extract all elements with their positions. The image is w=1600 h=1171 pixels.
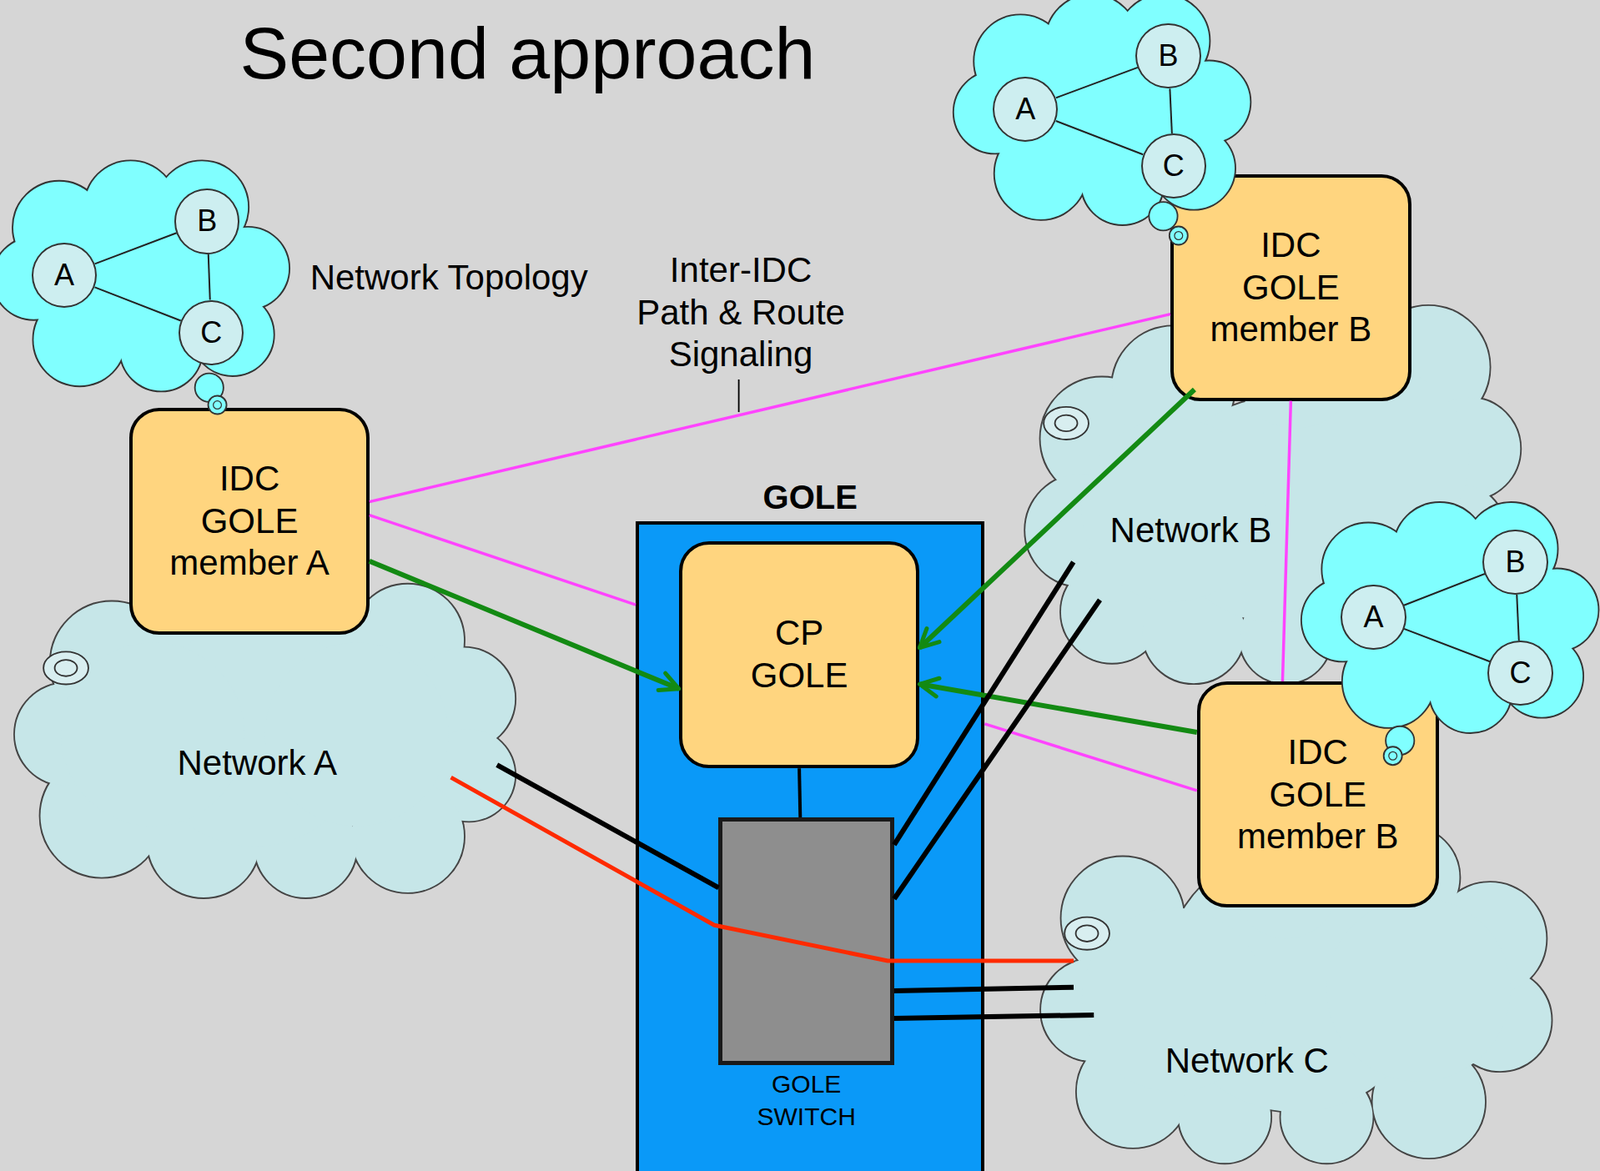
node-text: C <box>1162 150 1185 182</box>
node-text: B <box>1158 40 1179 71</box>
node-text: A <box>1363 602 1384 633</box>
connector <box>95 232 177 264</box>
node-text: CP GOLE <box>736 612 862 697</box>
idc-box: IDC GOLE member B <box>1197 681 1439 909</box>
topology-node: B <box>174 188 240 254</box>
node-text: IDC GOLE member B <box>1235 731 1400 858</box>
idc-box: IDC GOLE member A <box>129 407 369 635</box>
leader-line <box>738 379 740 413</box>
gole-switch: GOLE SWITCH <box>718 817 894 1066</box>
node-text: A <box>1015 94 1036 125</box>
node-text: GOLE <box>638 478 982 517</box>
topology-node: A <box>1340 584 1406 650</box>
network-icon <box>1043 407 1089 440</box>
connector <box>1169 88 1172 134</box>
node-text: GOLE SWITCH <box>748 1067 866 1133</box>
topology-node: B <box>1482 529 1548 595</box>
gole-exchange: GOLECP GOLEGOLE SWITCH <box>635 521 985 1171</box>
topology-node: B <box>1135 23 1201 89</box>
idc-box: IDC GOLE member B <box>1170 174 1412 402</box>
connector <box>1516 594 1520 641</box>
control-plane-box: CP GOLE <box>679 541 921 770</box>
topology-node: A <box>31 242 97 308</box>
topology-node: C <box>1487 640 1553 706</box>
connector <box>208 253 211 300</box>
topology-node: C <box>1141 133 1207 199</box>
network-icon <box>1064 916 1110 950</box>
node-text: B <box>1504 547 1525 578</box>
node-text: A <box>54 260 75 291</box>
diagram-title: Second approach <box>239 16 816 91</box>
node-text: C <box>1509 658 1532 689</box>
node-text: IDC GOLE member B <box>1208 224 1374 351</box>
topology-node: A <box>992 76 1058 142</box>
node-text: Network C <box>1165 1041 1329 1081</box>
network-icon <box>44 651 90 685</box>
thought-cloud <box>0 161 289 391</box>
connector <box>1056 120 1143 155</box>
annotation-label: Network Topology <box>310 256 589 298</box>
node-text: Network A <box>177 744 338 783</box>
node-text: Network B <box>1110 511 1273 550</box>
connector <box>1403 628 1490 662</box>
annotation-label: Inter-IDC Path & Route Signaling <box>633 250 849 377</box>
node-text: C <box>200 317 222 348</box>
connector <box>984 724 1197 791</box>
connector <box>1056 67 1138 98</box>
topology-node: C <box>178 300 244 366</box>
node-text: IDC GOLE member A <box>167 457 333 584</box>
node-text: B <box>196 206 217 237</box>
connector <box>95 286 182 321</box>
